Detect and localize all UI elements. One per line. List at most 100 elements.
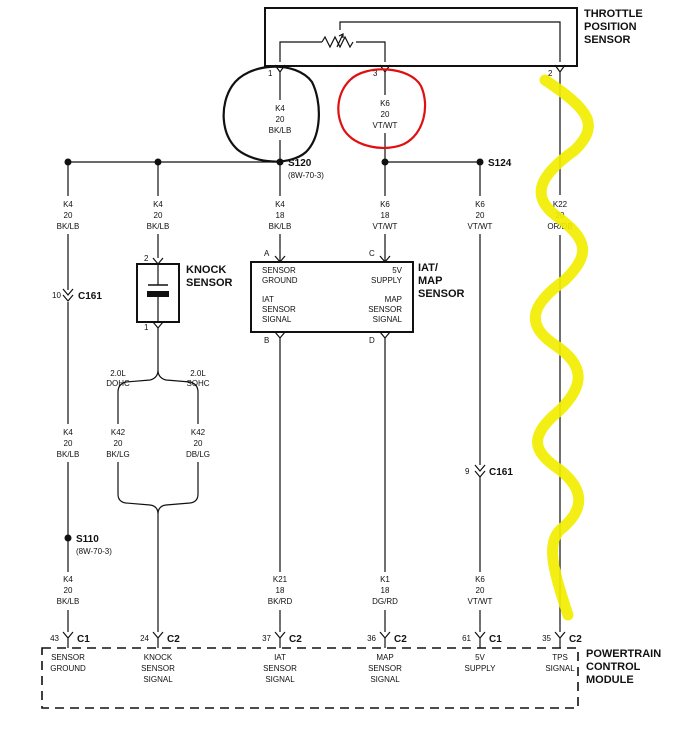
pcm-pin-connector-icon [379, 631, 391, 639]
svg-text:K42: K42 [191, 428, 206, 437]
knock-sensor-label-2: SENSOR [186, 277, 233, 289]
svg-text:K4: K4 [63, 200, 73, 209]
wire-label-k21: K21 18 BK/RD [268, 575, 293, 606]
svg-text:18: 18 [276, 211, 285, 220]
pcm-pin-function-label: SENSOR [51, 653, 85, 662]
svg-text:20: 20 [154, 211, 163, 220]
pcm-pin-function-label: SUPPLY [465, 664, 497, 673]
pcm-label-2: CONTROL [586, 661, 641, 673]
svg-text:K21: K21 [273, 575, 288, 584]
pcm-pin-number: 61 [462, 634, 471, 643]
resistor-icon [321, 35, 354, 49]
splice-s120-label: S120 [288, 158, 312, 169]
tps-box [264, 7, 578, 67]
svg-text:OR/DB: OR/DB [547, 222, 572, 231]
map-signal-text-1: MAP [385, 295, 402, 304]
pcm-pin-connector-icon [474, 631, 486, 639]
svg-text:VT/WT: VT/WT [373, 222, 398, 231]
wire-label-k6-s124: K6 20 VT/WT [468, 200, 493, 231]
svg-text:VT/WT: VT/WT [468, 222, 493, 231]
svg-text:2.0L: 2.0L [110, 369, 126, 378]
svg-text:VT/WT: VT/WT [468, 597, 493, 606]
iat-map-pin-d: D [369, 336, 375, 345]
pcm-connector-name: C1 [489, 634, 502, 645]
pcm-pin-connector-icon [554, 631, 566, 639]
pcm-pin-function-label: MAP [376, 653, 393, 662]
pcm-connector-name: C2 [167, 634, 180, 645]
engine-variant-dohc: 2.0L DOHC [106, 369, 130, 388]
pcm-connector-name: C1 [77, 634, 90, 645]
pcm-pin-function-label: SIGNAL [265, 675, 295, 684]
splice-s110-label: S110 [76, 534, 99, 545]
pcm-pin-function-label: SIGNAL [545, 664, 575, 673]
tps-internal-left [279, 41, 322, 62]
c161-right-label: C161 [489, 467, 513, 478]
iat-signal-text-2: SENSOR [262, 305, 296, 314]
tps-pin-1: 1 [268, 69, 273, 78]
svg-text:20: 20 [64, 586, 73, 595]
piezo-element-icon [147, 291, 169, 297]
pcm-pin-function-label: KNOCK [144, 653, 173, 662]
pcm-connector-name: C2 [394, 634, 407, 645]
svg-text:K1: K1 [380, 575, 390, 584]
splice-dot-s110 [64, 534, 72, 542]
svg-text:20: 20 [64, 211, 73, 220]
svg-text:VT/WT: VT/WT [373, 121, 398, 130]
knock-pin-2: 2 [144, 254, 149, 263]
svg-text:SOHC: SOHC [186, 379, 209, 388]
svg-text:20: 20 [476, 586, 485, 595]
wire-label-k42-sohc: K42 20 DB/LG [186, 428, 210, 459]
shield-split-top [117, 369, 199, 396]
five-v-supply-text-1: 5V [392, 266, 402, 275]
tps-wiper-line [339, 21, 561, 62]
svg-text:18: 18 [276, 586, 285, 595]
pcm-label-3: MODULE [586, 674, 634, 686]
pcm-label-1: POWERTRAIN [586, 648, 661, 660]
svg-text:18: 18 [381, 211, 390, 220]
pcm-pin-number: 35 [542, 634, 551, 643]
pcm-pin-connector-icon [152, 631, 164, 639]
svg-text:18: 18 [381, 586, 390, 595]
iat-map-pin-a: A [264, 249, 270, 258]
tps-label-3: SENSOR [584, 34, 631, 46]
map-signal-text-3: SIGNAL [373, 315, 403, 324]
svg-text:K4: K4 [153, 200, 163, 209]
shield-join-bottom [117, 490, 199, 515]
svg-text:K4: K4 [275, 200, 285, 209]
svg-text:BK/RD: BK/RD [268, 597, 293, 606]
c161-left-pin: 10 [52, 291, 61, 300]
svg-text:BK/LB: BK/LB [269, 126, 292, 135]
yellow-highlight-annotation [529, 74, 594, 621]
wiper-arrow-icon [336, 33, 344, 48]
five-v-supply-text-2: SUPPLY [371, 276, 403, 285]
pcm-pin-connector-icon [62, 631, 74, 639]
c161-right-connector-icon [474, 464, 486, 478]
svg-text:K4: K4 [63, 575, 73, 584]
svg-text:BK/LB: BK/LB [57, 222, 80, 231]
svg-text:K6: K6 [475, 200, 485, 209]
svg-text:K4: K4 [275, 104, 285, 113]
c161-left-connector-icon [62, 288, 74, 302]
pcm-pin-function-label: SENSOR [368, 664, 402, 673]
svg-text:K4: K4 [63, 428, 73, 437]
wire-label-k1: K1 18 DG/RD [372, 575, 398, 606]
wire-label-k6-bottom: K6 20 VT/WT [468, 575, 493, 606]
pcm-pin-number: 36 [367, 634, 376, 643]
splice-s124-label: S124 [488, 158, 512, 169]
splice-s110-ref: (8W-70-3) [76, 547, 112, 556]
tps-internal-right [356, 41, 386, 62]
pcm-pin-function-label: GROUND [50, 664, 86, 673]
wire-label-k4-knock: K4 20 BK/LB [147, 200, 170, 231]
svg-text:BK/LG: BK/LG [106, 450, 130, 459]
svg-text:DG/RD: DG/RD [372, 597, 398, 606]
iat-map-label-3: SENSOR [418, 288, 465, 300]
pcm-connector-name: C2 [569, 634, 582, 645]
iat-map-label-1: IAT/ [418, 262, 438, 274]
svg-text:K6: K6 [380, 200, 390, 209]
pcm-pin-number: 37 [262, 634, 271, 643]
